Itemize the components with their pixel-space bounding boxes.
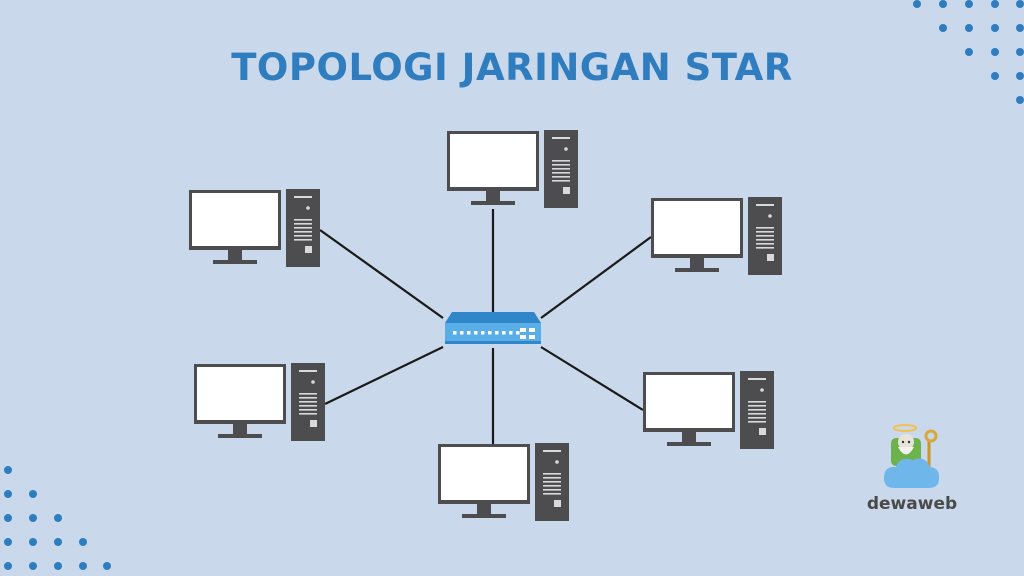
link-pc-top-right [540, 236, 652, 319]
decorative-dot [54, 562, 62, 570]
decorative-dot [965, 0, 973, 8]
dewaweb-logo-icon [884, 424, 940, 488]
decorative-dot [991, 48, 999, 56]
decorative-dot [29, 538, 37, 546]
decorative-dot [965, 48, 973, 56]
switch-icon [445, 312, 541, 344]
decorative-dot [965, 24, 973, 32]
decorative-dot [939, 0, 947, 8]
link-pc-bottom-left [324, 346, 444, 405]
pc-bottom [438, 443, 569, 521]
decorative-dot [913, 0, 921, 8]
decorative-dot [29, 514, 37, 522]
decorative-dot [29, 562, 37, 570]
decorative-dot [939, 24, 947, 32]
decorative-dot [29, 490, 37, 498]
link-pc-top-left [319, 229, 444, 319]
computer-nodes [189, 130, 782, 521]
decorative-dot [4, 562, 12, 570]
network-links [319, 209, 652, 444]
pc-top-left [189, 189, 320, 267]
computer-icon [438, 443, 569, 521]
pc-bottom-left [194, 363, 325, 441]
decorative-dot [1016, 72, 1024, 80]
decorative-dots-top-right [913, 0, 1024, 104]
decorative-dot [54, 538, 62, 546]
computer-icon [194, 363, 325, 441]
decorative-dot [4, 490, 12, 498]
decorative-dot [1016, 0, 1024, 8]
decorative-dot [103, 562, 111, 570]
computer-icon [651, 197, 782, 275]
computer-icon [189, 189, 320, 267]
computer-icon [643, 371, 774, 449]
decorative-dot [4, 466, 12, 474]
decorative-dot [1016, 24, 1024, 32]
decorative-dots-bottom-left [4, 466, 111, 570]
computer-icon [447, 130, 578, 208]
decorative-dot [4, 514, 12, 522]
link-pc-bottom-right [540, 346, 644, 411]
decorative-dot [79, 538, 87, 546]
pc-top [447, 130, 578, 208]
page-title: TOPOLOGI JARINGAN STAR [231, 46, 793, 89]
decorative-dot [991, 24, 999, 32]
switch-hub [445, 312, 541, 344]
decorative-dot [991, 72, 999, 80]
decorative-dot [54, 514, 62, 522]
pc-bottom-right [643, 371, 774, 449]
decorative-dot [1016, 48, 1024, 56]
decorative-dot [4, 538, 12, 546]
brand-name: dewaweb [866, 494, 958, 514]
decorative-dot [991, 0, 999, 8]
decorative-dot [79, 562, 87, 570]
decorative-dot [1016, 96, 1024, 104]
pc-top-right [651, 197, 782, 275]
